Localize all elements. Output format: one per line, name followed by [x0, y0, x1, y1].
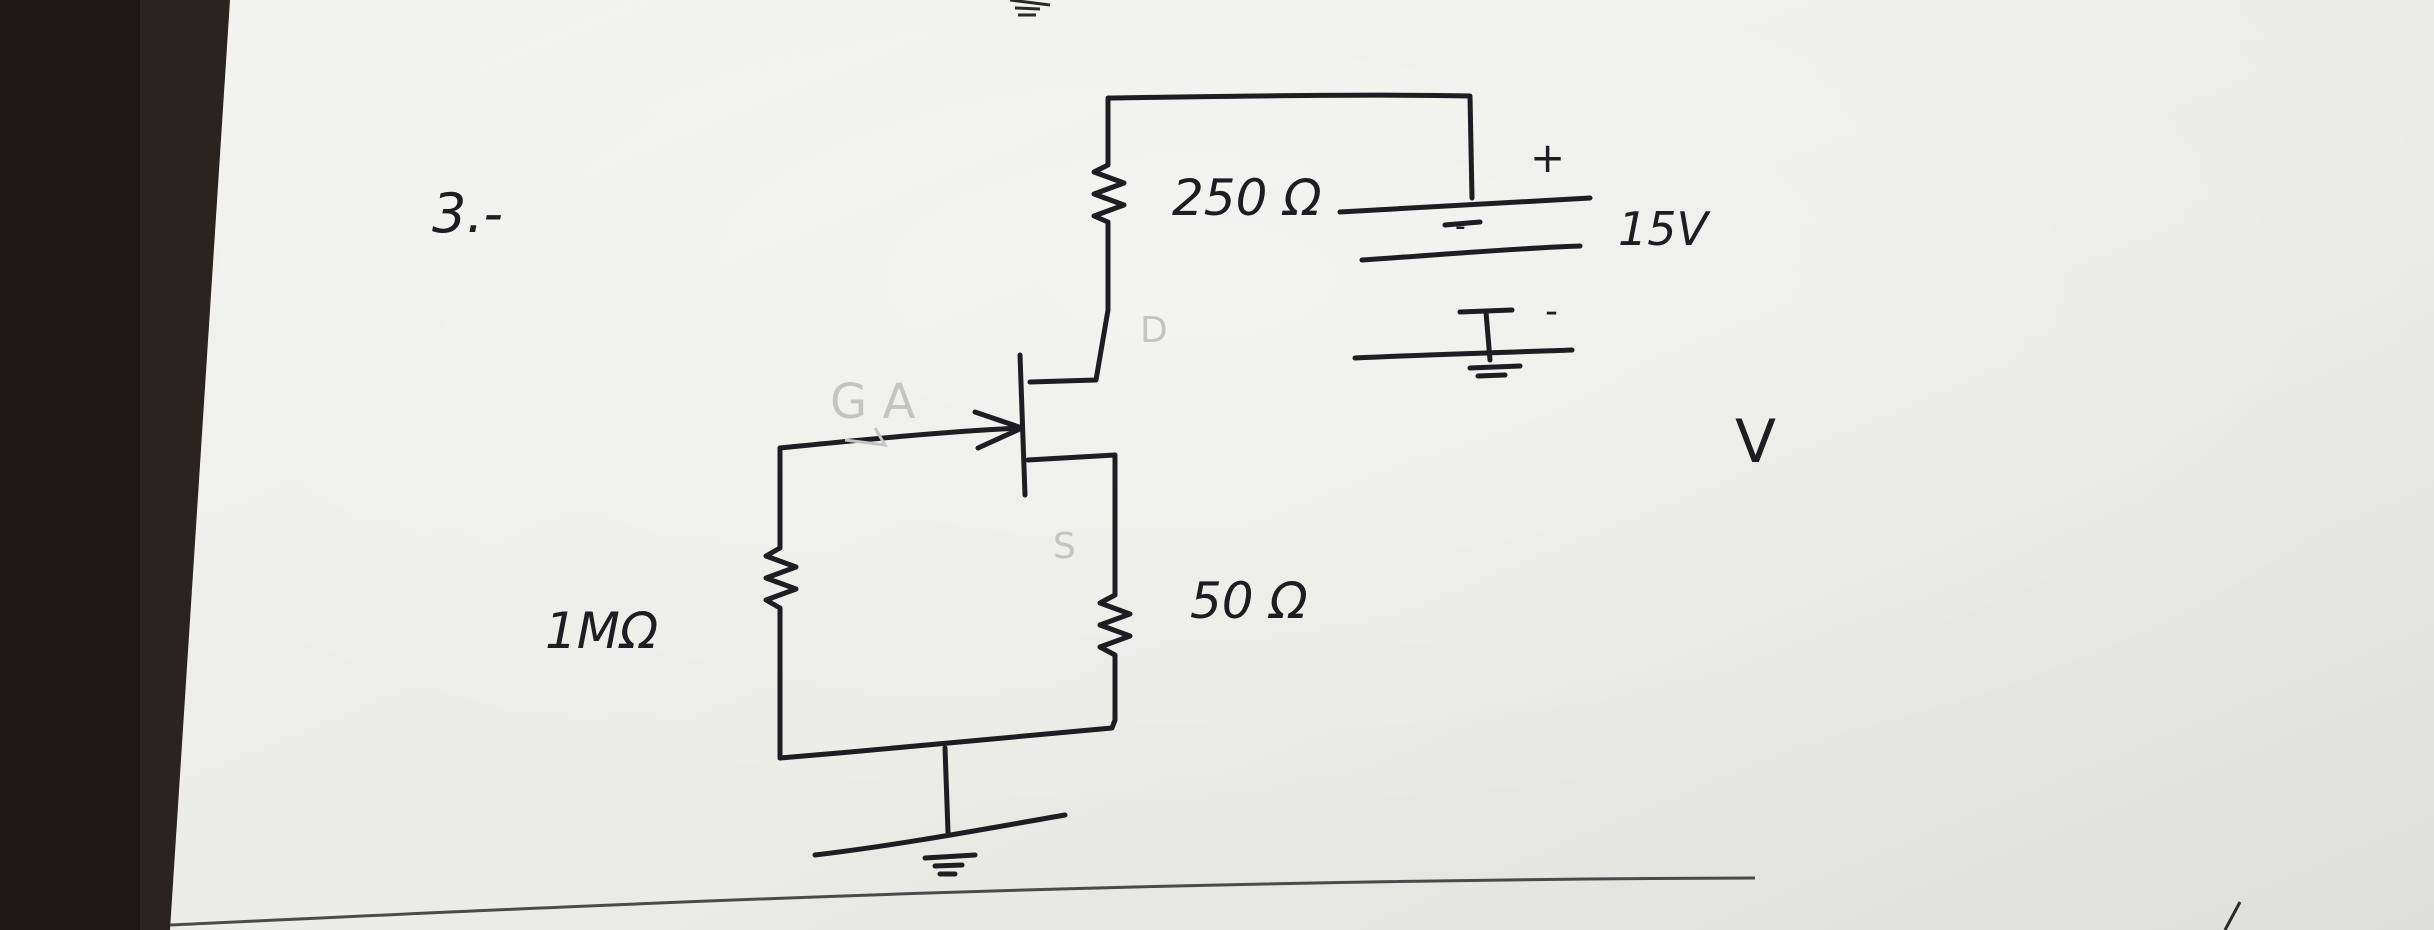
gate-wire	[777, 425, 1023, 451]
drain-wire	[1027, 307, 1111, 385]
drain-pencil-label: D	[1140, 310, 1168, 351]
ground-line	[812, 812, 1068, 858]
bottom-line-mark	[169, 876, 1756, 927]
battery-symbol	[1337, 195, 1593, 379]
source-pencil-label: S	[1053, 526, 1076, 567]
bottom-right-mark	[2223, 901, 2242, 930]
answer-mark: V	[1735, 407, 1776, 477]
source-resistor-label: 50 Ω	[1190, 572, 1308, 630]
battery-ground-mark	[1467, 363, 1523, 379]
battery-plate-1	[1337, 195, 1593, 215]
supply-voltage-label: 15V	[1618, 202, 1712, 256]
ground-symbol	[922, 852, 978, 877]
supply-minus-upper: -	[1455, 209, 1466, 244]
battery-minus-1	[1442, 219, 1483, 228]
gate-pencil-arrow	[844, 427, 888, 447]
drain-resistor-label: 250 Ω	[1172, 169, 1322, 227]
gate-resistor-label: 1MΩ	[545, 602, 658, 660]
gate-arrow	[972, 409, 1025, 451]
top-wire	[1105, 92, 1475, 201]
jfet-channel	[1017, 352, 1028, 498]
gate-pencil-label: G A	[830, 374, 915, 430]
battery-plate-3	[1352, 347, 1575, 361]
battery-I-mark	[1457, 307, 1515, 363]
source-wire	[1025, 452, 1118, 598]
background-shadow	[0, 0, 140, 930]
drain-resistor-symbol	[1091, 125, 1127, 313]
battery-plate-2	[1359, 243, 1583, 263]
ground-stub	[942, 745, 951, 835]
supply-plus-label: +	[1530, 133, 1565, 182]
bottom-right-wire	[777, 717, 1118, 761]
paper-glare	[170, 0, 2434, 930]
gate-resistor-symbol	[763, 445, 799, 761]
top-ground-mark	[1009, 0, 1051, 17]
problem-number: 3.-	[432, 182, 503, 245]
circuit-wires	[763, 92, 1475, 877]
source-resistor-symbol	[1097, 592, 1133, 723]
supply-minus-label: -	[1545, 291, 1558, 332]
